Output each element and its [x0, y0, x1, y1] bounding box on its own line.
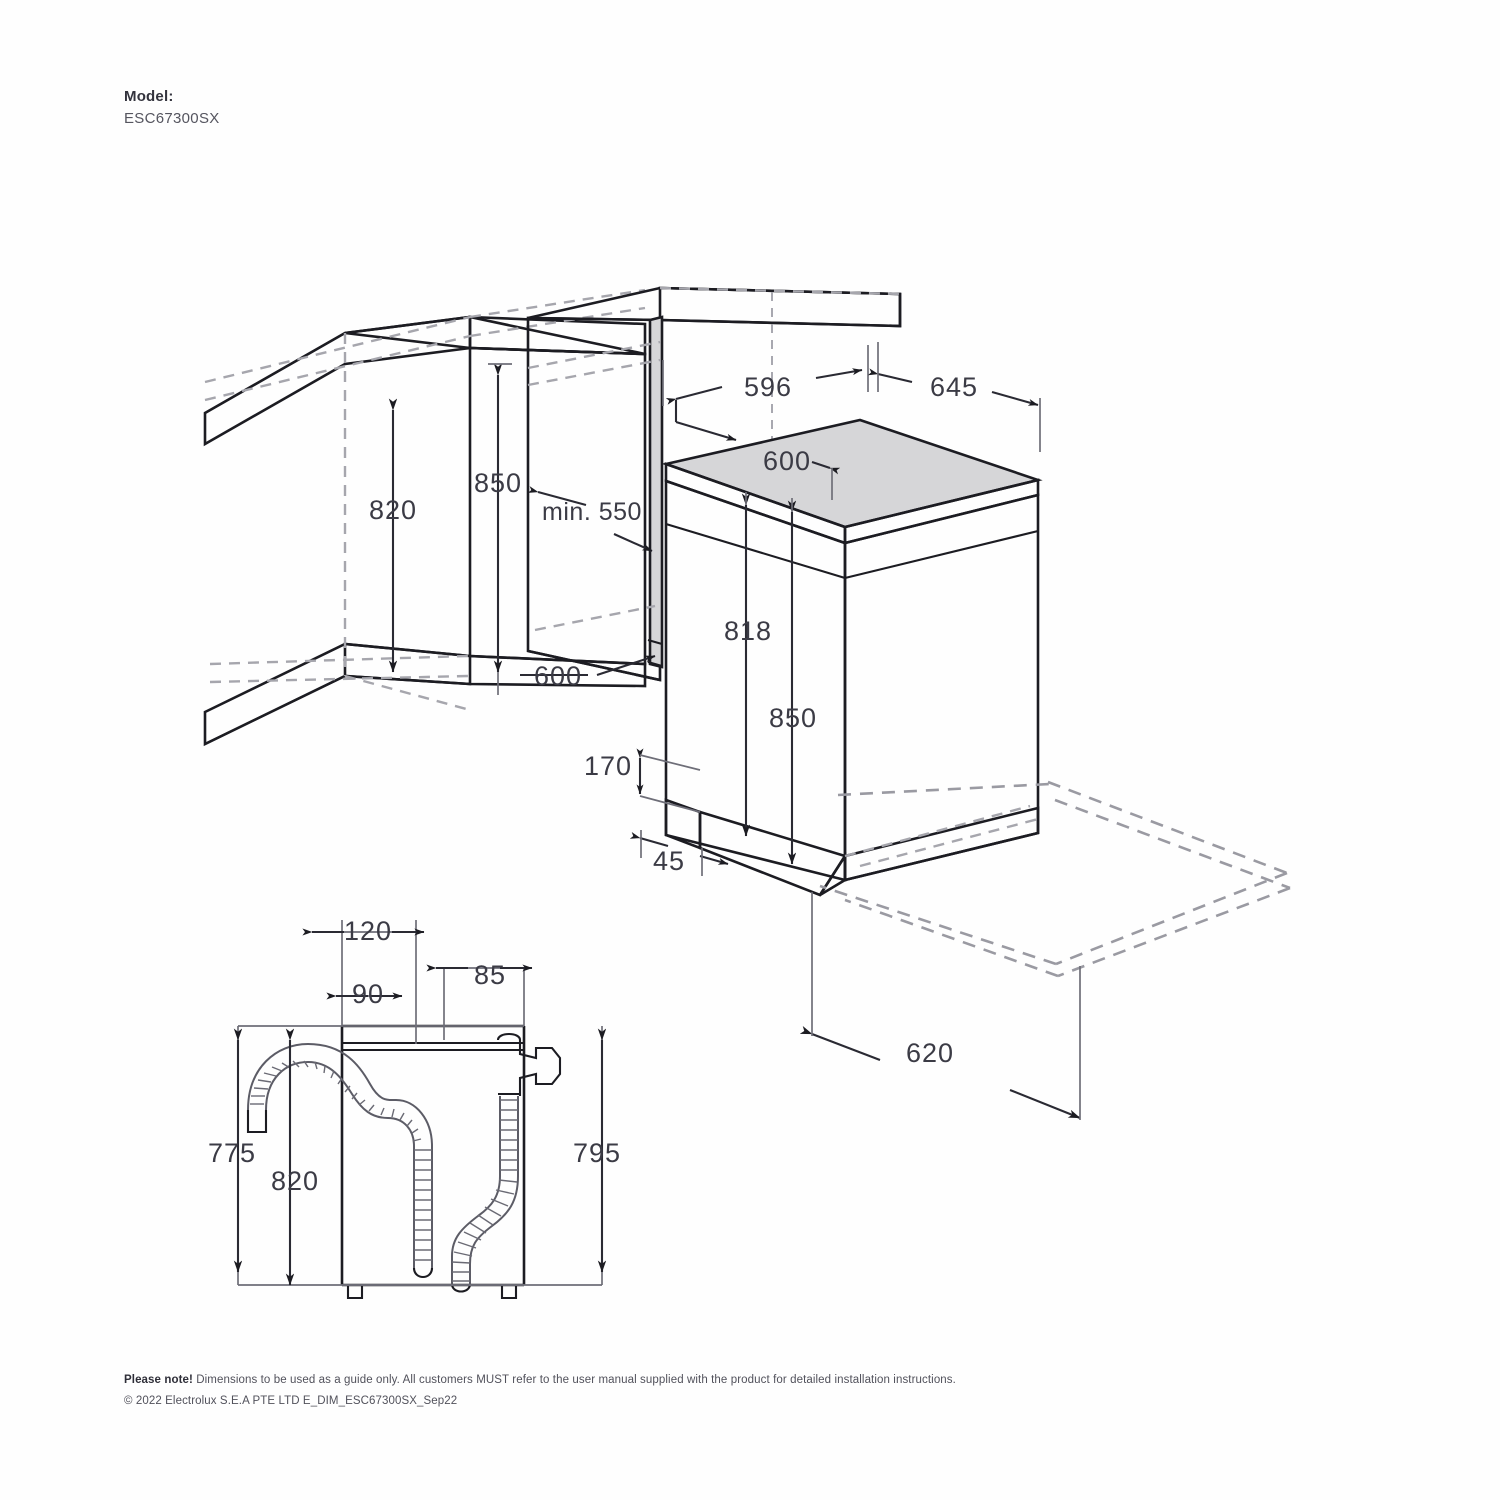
door-open-footprint: [819, 780, 1291, 978]
dim-775-text: 775: [208, 1138, 256, 1168]
dimensions-heights: [629, 492, 1081, 1120]
dim-795-text: 795: [573, 1138, 621, 1168]
dim-820-text: 820: [369, 495, 417, 525]
dim-170-text: 170: [584, 751, 632, 781]
footer-block: Please note! Dimensions to be used as a …: [124, 1370, 956, 1413]
dimensions-top: [662, 342, 1041, 500]
model-label: Model:: [124, 88, 174, 105]
disclaimer-label: Please note!: [124, 1374, 193, 1386]
cabinet-niche-group: [203, 288, 647, 747]
dishwasher-body-group: [661, 418, 1043, 897]
disclaimer-text: Dimensions to be used as a guide only. A…: [192, 1374, 956, 1386]
dim-850-niche-text: 850: [474, 468, 522, 498]
header-block: Model: ESC67300SX: [124, 86, 220, 130]
dim-120-text: 120: [344, 916, 392, 946]
dim-620-text: 620: [906, 1038, 954, 1068]
dim-820-rear-text: 820: [271, 1166, 319, 1196]
dim-600-niche-text: 600: [534, 661, 582, 691]
dim-90-text: 90: [352, 979, 384, 1009]
copyright-line: © 2022 Electrolux S.E.A PTE LTD E_DIM_ES…: [124, 1395, 458, 1408]
dim-600-top-text: 600: [763, 446, 811, 476]
dim-818-text: 818: [724, 616, 772, 646]
dim-min550-text: min. 550: [542, 498, 642, 526]
inlet-hose-icon: [450, 1032, 562, 1293]
model-number: ESC67300SX: [124, 109, 220, 127]
dimensions-cabinet: [388, 363, 656, 695]
dim-645-text: 645: [930, 372, 978, 402]
dim-45-text: 45: [653, 846, 685, 876]
rear-view-detail-group: [233, 920, 607, 1300]
adjacent-cabinet-group: [526, 286, 902, 682]
dim-850-total-text: 850: [769, 703, 817, 733]
dim-85-text: 85: [474, 960, 506, 990]
dim-596-text: 596: [744, 372, 792, 402]
disclaimer-line: Please note! Dimensions to be used as a …: [124, 1370, 956, 1391]
drain-hose-icon: [246, 1042, 434, 1279]
